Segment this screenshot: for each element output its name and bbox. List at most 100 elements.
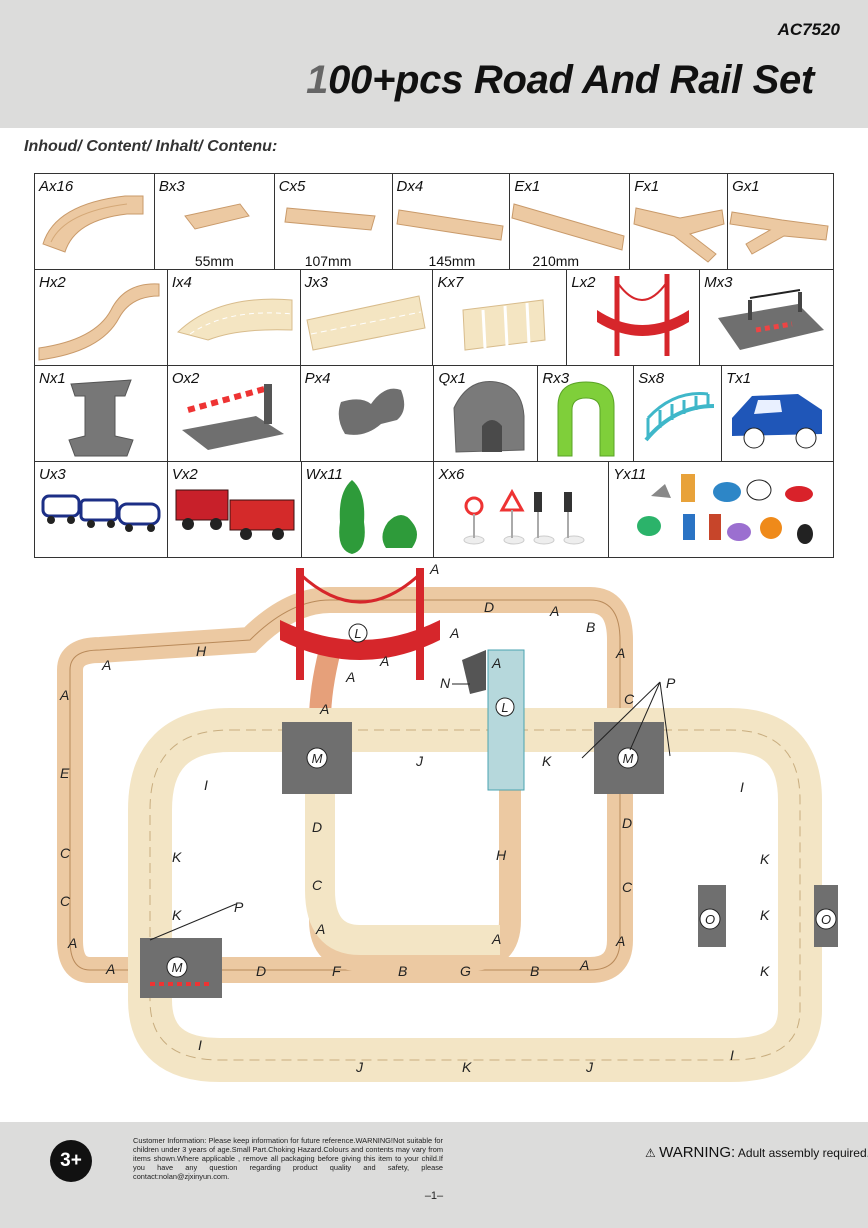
label-d: D bbox=[312, 819, 322, 835]
marker-m: M bbox=[172, 960, 183, 975]
barrier-gate-icon bbox=[181, 384, 284, 450]
overpass-support bbox=[487, 649, 525, 791]
part-label: Hx2 bbox=[39, 274, 66, 291]
long-track-icon bbox=[395, 209, 504, 241]
switch-track-icon bbox=[633, 207, 725, 263]
part-cell-p: Px4 bbox=[300, 366, 435, 462]
label-a: A bbox=[345, 669, 355, 685]
label-c: C bbox=[312, 877, 323, 893]
label-b: B bbox=[398, 963, 407, 979]
label-a: A bbox=[379, 653, 389, 669]
label-a: A bbox=[449, 625, 459, 641]
marker-m: M bbox=[312, 751, 323, 766]
part-cell-n: Nx1 bbox=[35, 366, 168, 462]
pillar-icon bbox=[68, 379, 134, 457]
parts-row-3: Nx1 Ox2 Px4 Qx1 R bbox=[35, 366, 834, 462]
traffic-signs-icon bbox=[463, 488, 585, 545]
part-cell-y: Yx11 bbox=[609, 462, 834, 558]
part-cell-d: Dx4 145mm bbox=[392, 174, 511, 270]
label-j: J bbox=[585, 1059, 594, 1075]
title-rest: 00+pcs Road And Rail Set bbox=[328, 58, 814, 102]
p-leader-lines bbox=[581, 681, 671, 759]
parts-row-2: Hx2 Ix4 Jx3 Kx7 bbox=[35, 270, 834, 366]
parts-grid: Ax16 Bx3 55mm Cx5 107mm Dx4 145mm bbox=[34, 173, 834, 558]
label-b: B bbox=[530, 963, 539, 979]
fence-icon bbox=[644, 392, 715, 442]
part-cell-r: Rx3 bbox=[538, 366, 635, 462]
part-cell-t: Tx1 bbox=[722, 366, 834, 462]
label-a: A bbox=[59, 687, 69, 703]
part-label: Xx6 bbox=[438, 466, 465, 483]
red-steam-train-icon bbox=[175, 489, 295, 540]
marker-o: O bbox=[821, 912, 831, 927]
part-cell-g: Gx1 bbox=[728, 174, 834, 270]
label-k: K bbox=[760, 851, 770, 867]
passenger-train-icon bbox=[41, 494, 161, 532]
label-a: A bbox=[549, 603, 559, 619]
part-label: Ix4 bbox=[171, 274, 192, 291]
ramp-track-icon bbox=[38, 283, 160, 361]
part-label: Rx3 bbox=[542, 370, 570, 387]
inner-rail-loop bbox=[309, 650, 521, 971]
part-cell-h: Hx2 bbox=[35, 270, 168, 366]
warning-heading: WARNING: bbox=[659, 1144, 736, 1161]
part-cell-i: Ix4 bbox=[167, 270, 301, 366]
label-a: A bbox=[101, 657, 111, 673]
page-title: 100+pcs Road And Rail Set bbox=[306, 58, 814, 103]
marker-l: L bbox=[354, 626, 361, 641]
label-h: H bbox=[496, 847, 507, 863]
label-k: K bbox=[462, 1059, 472, 1075]
part-cell-o: Ox2 bbox=[167, 366, 301, 462]
label-d: D bbox=[622, 815, 632, 831]
track-layout-diagram: A D A B A C P H A A E C C A A I K K P D … bbox=[57, 561, 838, 1082]
part-label: Qx1 bbox=[438, 370, 466, 387]
label-i: I bbox=[198, 1037, 202, 1053]
p-leader-line bbox=[149, 903, 237, 941]
rock-tunnel-icon bbox=[453, 381, 525, 453]
part-dimension: 55mm bbox=[194, 253, 234, 269]
label-p: P bbox=[234, 899, 244, 915]
label-j: J bbox=[415, 753, 424, 769]
label-k: K bbox=[760, 963, 770, 979]
header-band bbox=[0, 0, 868, 128]
outer-rail-edge bbox=[69, 599, 621, 971]
green-tunnel-icon bbox=[557, 381, 615, 457]
customer-information: Customer Information: Please keep inform… bbox=[133, 1136, 443, 1181]
part-cell-w: Wx11 bbox=[301, 462, 435, 558]
label-g: G bbox=[460, 963, 471, 979]
tree-icon bbox=[338, 480, 417, 554]
red-bridge-icon bbox=[597, 274, 690, 356]
part-label: Fx1 bbox=[634, 178, 660, 195]
part-label: Nx1 bbox=[39, 370, 66, 387]
label-d: D bbox=[256, 963, 266, 979]
label-e: E bbox=[60, 765, 70, 781]
straight-road-icon bbox=[306, 295, 426, 351]
curve-track-icon bbox=[42, 195, 144, 253]
road-centerline bbox=[149, 729, 801, 1061]
part-cell-c: Cx5 107mm bbox=[274, 174, 393, 270]
parts-row-1: Ax16 Bx3 55mm Cx5 107mm Dx4 145mm bbox=[35, 174, 834, 270]
part-cell-j: Jx3 bbox=[300, 270, 434, 366]
connector-piece-icon bbox=[338, 388, 404, 435]
animal-figures-icon bbox=[637, 474, 814, 544]
part-label: Ex1 bbox=[514, 178, 541, 195]
age-badge: 3+ bbox=[50, 1140, 92, 1182]
label-i: I bbox=[740, 779, 744, 795]
label-a: A bbox=[615, 933, 625, 949]
label-d: D bbox=[484, 599, 494, 615]
label-a: A bbox=[105, 961, 115, 977]
label-b: B bbox=[586, 619, 595, 635]
label-a: A bbox=[67, 935, 77, 951]
part-cell-k: Kx7 bbox=[433, 270, 568, 366]
crossing-road-icon bbox=[462, 299, 547, 351]
label-a: A bbox=[491, 655, 501, 671]
label-h: H bbox=[196, 643, 207, 659]
curved-road-icon bbox=[176, 298, 293, 341]
police-car-icon bbox=[732, 394, 823, 449]
part-cell-l: Lx2 bbox=[567, 270, 701, 366]
marker-o: O bbox=[705, 912, 715, 927]
footer-band bbox=[0, 1122, 868, 1228]
label-n: N bbox=[440, 675, 451, 691]
part-cell-e: Ex1 210mm bbox=[510, 174, 631, 270]
part-label: Jx3 bbox=[304, 274, 328, 291]
